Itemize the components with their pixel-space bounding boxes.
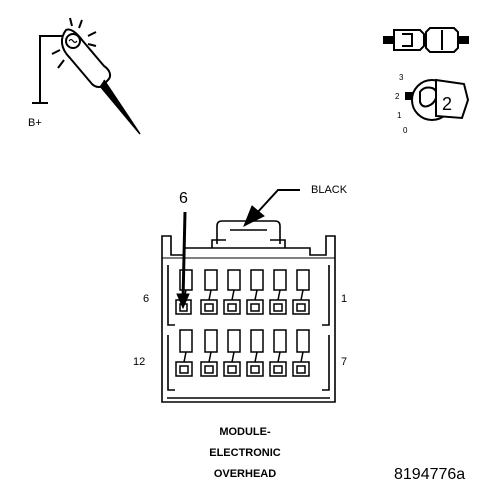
ignition-position-3: 3 <box>399 73 404 82</box>
pin-label-left-top: 6 <box>143 293 150 305</box>
connector-color-label: BLACK <box>311 184 348 196</box>
probe-label: B+ <box>28 117 42 129</box>
connector-pins-top <box>175 269 310 315</box>
pin-label-left-bottom: 12 <box>133 356 146 368</box>
ignition-position-1: 1 <box>397 111 402 120</box>
ignition-position-0: 0 <box>403 126 408 135</box>
ignition-position-2: 2 <box>395 92 400 101</box>
callout-pin-number: 6 <box>179 190 188 207</box>
caption-line-1: MODULE- <box>219 426 271 438</box>
test-light-icon <box>32 17 141 135</box>
ignition-switch-icon <box>405 78 470 121</box>
pin-label-right-bottom: 7 <box>341 356 348 368</box>
connector-body <box>161 220 336 403</box>
pin-callout-arrow <box>176 211 190 310</box>
caption-line-2: ELECTRONIC <box>209 447 281 459</box>
figure-id: 8194776a <box>394 466 466 483</box>
pin-label-right-top: 1 <box>341 293 348 305</box>
color-callout-arrow <box>243 189 300 228</box>
connector-disconnect-icon <box>383 27 469 53</box>
ignition-key-number: 2 <box>442 94 453 114</box>
caption-line-3: OVERHEAD <box>213 468 277 480</box>
connector-pins-bottom <box>175 329 310 377</box>
